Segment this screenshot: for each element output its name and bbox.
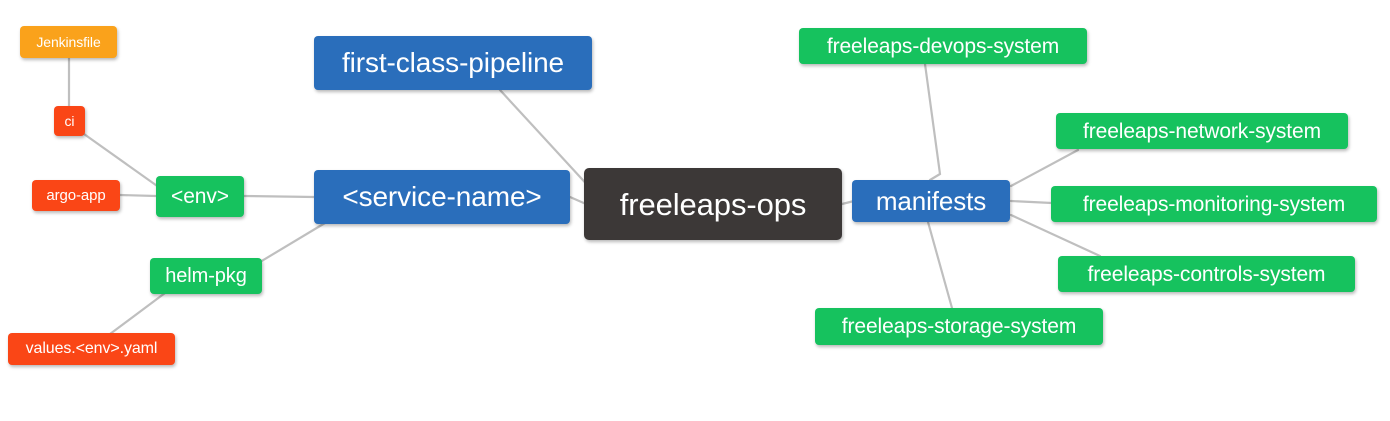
- node-network-system[interactable]: freeleaps-network-system: [1056, 113, 1348, 149]
- node-jenkinsfile-label: Jenkinsfile: [36, 34, 101, 50]
- node-root-label: freeleaps-ops: [619, 186, 807, 222]
- node-devops-system[interactable]: freeleaps-devops-system: [799, 28, 1087, 64]
- node-jenkinsfile[interactable]: Jenkinsfile: [20, 26, 117, 58]
- node-helm-pkg[interactable]: helm-pkg: [150, 258, 262, 294]
- edge-manifests-devops-system: [923, 62, 942, 182]
- node-argo-app[interactable]: argo-app: [32, 180, 120, 211]
- node-service-name-label: <service-name>: [342, 181, 542, 212]
- node-monitoring-system[interactable]: freeleaps-monitoring-system: [1051, 186, 1377, 222]
- node-storage-system[interactable]: freeleaps-storage-system: [815, 308, 1103, 345]
- edge-env-argo-app: [118, 193, 158, 198]
- node-argo-app-label: argo-app: [46, 187, 106, 204]
- node-devops-system-label: freeleaps-devops-system: [826, 34, 1060, 58]
- node-monitoring-system-label: freeleaps-monitoring-system: [1082, 192, 1346, 216]
- node-values-yaml-label: values.<env>.yaml: [25, 340, 158, 357]
- node-storage-system-label: freeleaps-storage-system: [841, 315, 1077, 338]
- node-controls-system[interactable]: freeleaps-controls-system: [1058, 256, 1355, 292]
- edge-manifests-monitoring-system: [1009, 199, 1054, 205]
- node-network-system-label: freeleaps-network-system: [1082, 119, 1321, 143]
- node-first-class-pipeline[interactable]: first-class-pipeline: [314, 36, 592, 90]
- edge-helm-pkg-values-yaml: [108, 291, 167, 336]
- edge-manifests-network-system: [1009, 148, 1080, 188]
- edge-manifests-storage-system: [926, 220, 954, 310]
- edge-service-name-env: [242, 194, 316, 199]
- node-manifests-label: manifests: [875, 186, 987, 216]
- node-helm-pkg-label: helm-pkg: [165, 265, 247, 287]
- node-env[interactable]: <env>: [156, 176, 244, 217]
- node-controls-system-label: freeleaps-controls-system: [1087, 262, 1326, 286]
- node-ci-label: ci: [64, 113, 75, 129]
- node-root-freeleaps-ops[interactable]: freeleaps-ops: [584, 168, 842, 240]
- node-ci[interactable]: ci: [54, 106, 85, 136]
- edge-service-name-helm-pkg: [248, 218, 332, 270]
- node-service-name[interactable]: <service-name>: [314, 170, 570, 224]
- node-values-yaml[interactable]: values.<env>.yaml: [8, 333, 175, 365]
- node-first-class-pipeline-label: first-class-pipeline: [341, 47, 565, 78]
- node-env-label: <env>: [171, 185, 229, 208]
- node-manifests[interactable]: manifests: [852, 180, 1010, 222]
